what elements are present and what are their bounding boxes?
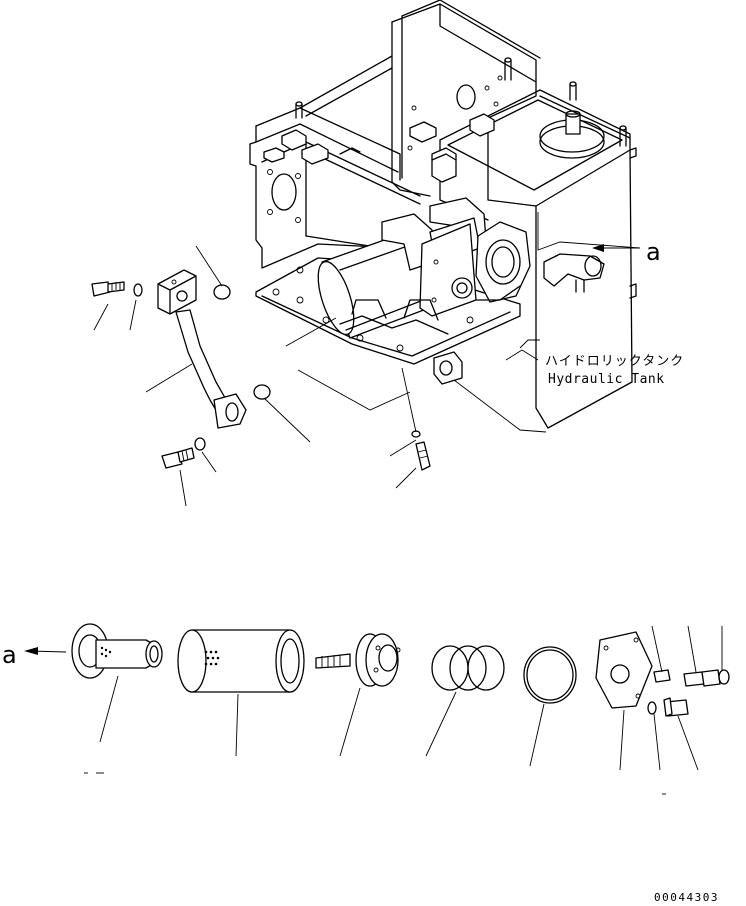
drawing-number: 00044303 (654, 891, 719, 904)
tank-leader-lines (505, 212, 641, 361)
strainer-housing (317, 197, 605, 339)
callout-a-lower: a (2, 641, 17, 669)
upper-leader-lines (93, 245, 547, 507)
suction-pipe-assembly (91, 269, 463, 471)
tank-label-english: Hydraulic Tank (548, 372, 665, 387)
hydraulic-tank (391, 0, 637, 429)
callout-a-upper: a (646, 238, 661, 266)
lower-leader-lines (84, 625, 723, 795)
exploded-view (24, 623, 730, 717)
frame-structure (249, 55, 421, 269)
tank-label-japanese: ハイドロリックタンク (545, 354, 685, 369)
